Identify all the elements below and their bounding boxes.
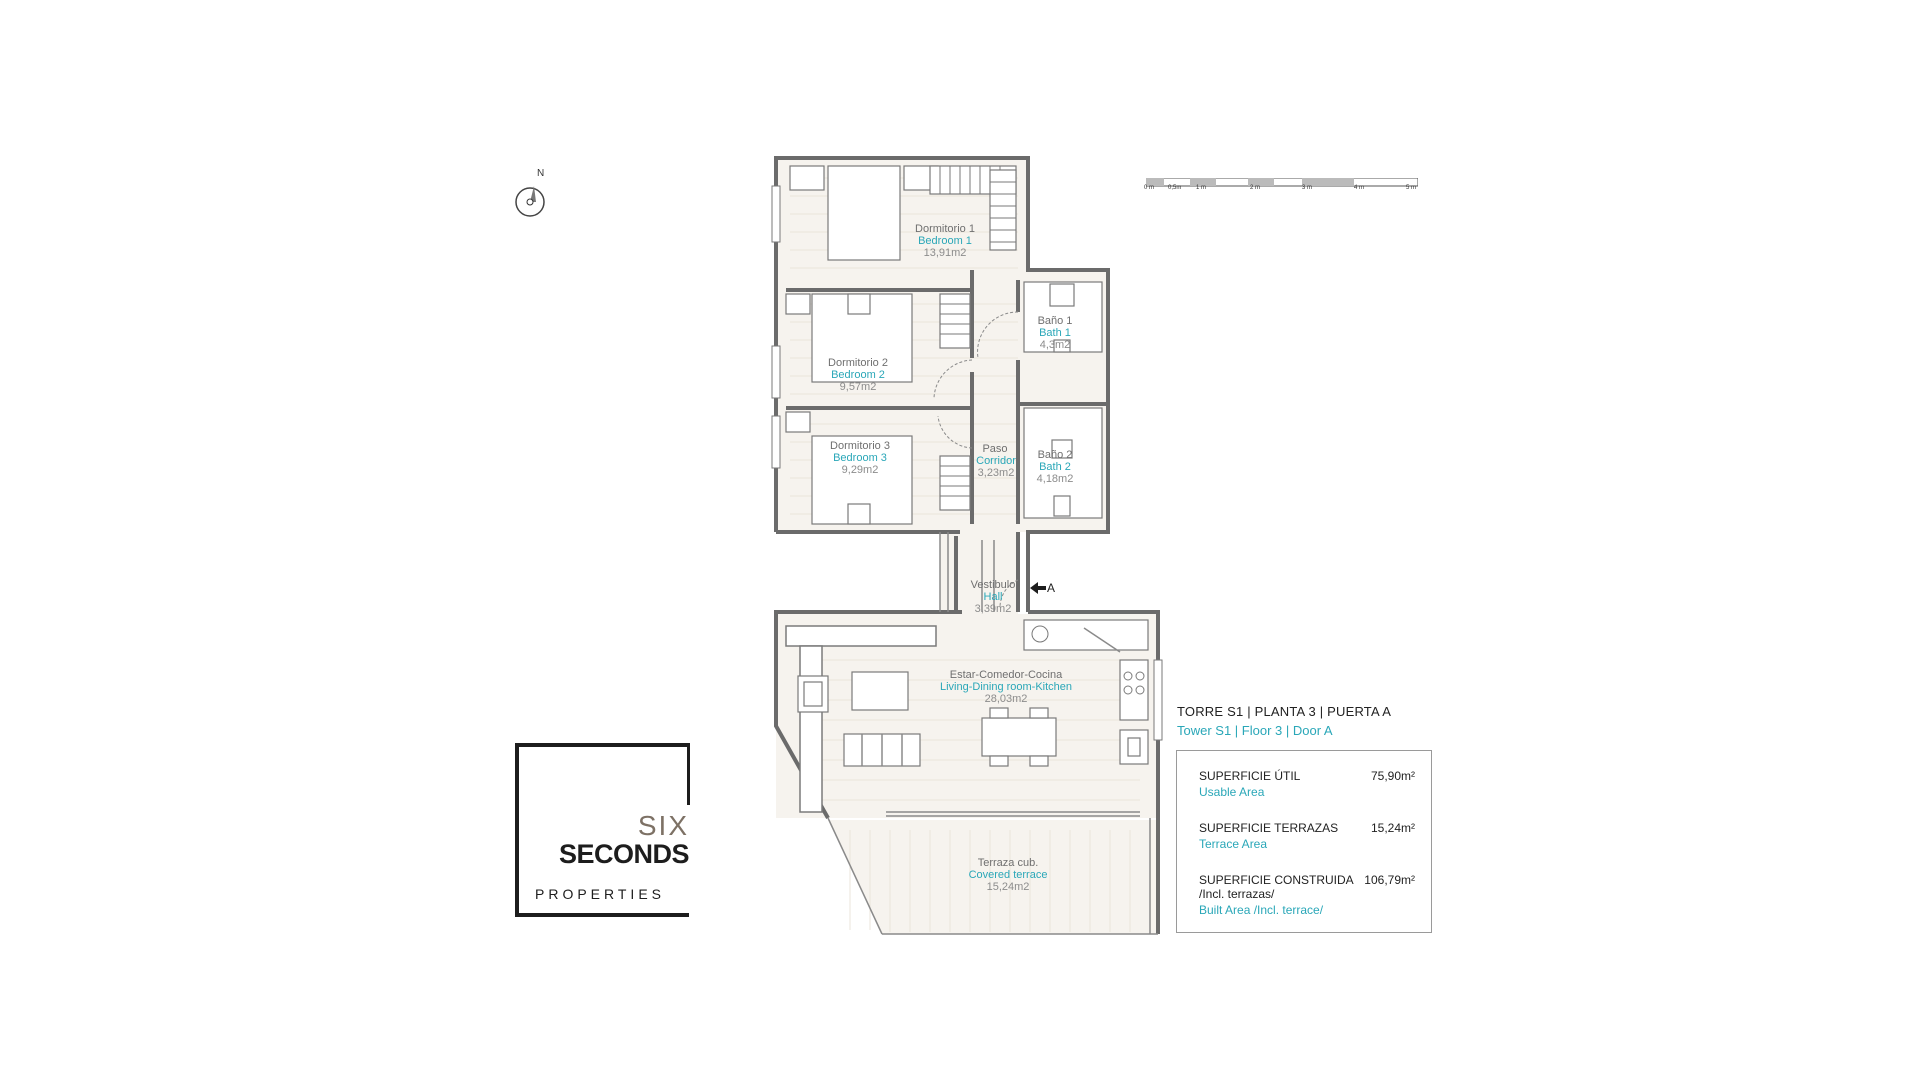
bedroom2-label-es: Dormitorio 2 — [828, 357, 888, 369]
living-furniture — [797, 619, 1149, 767]
corridor-area: 3,23m2 — [978, 467, 1015, 479]
logo-frame-edge — [687, 743, 690, 805]
bedroom1-label-en: Bedroom 1 — [918, 235, 972, 247]
usable-area-row: SUPERFICIE ÚTIL Usable Area 75,90m² — [1199, 769, 1415, 799]
built-area-label: SUPERFICIE CONSTRUIDA — [1199, 873, 1354, 887]
terrace-deck — [849, 830, 1151, 932]
bath2-label-en: Bath 2 — [1039, 461, 1071, 473]
bedroom2-area: 9,57m2 — [840, 381, 877, 393]
logo-six-text: SIX — [637, 810, 689, 841]
terrace-label-en: Covered terrace — [969, 869, 1048, 881]
built-area-row: SUPERFICIE CONSTRUIDA /Incl. terrazas/ B… — [1199, 873, 1415, 917]
north-label: N — [537, 168, 545, 179]
floor-fill — [776, 160, 1160, 934]
living-area: 28,03m2 — [985, 693, 1028, 705]
logo-seconds-text: SECONDS — [558, 839, 690, 869]
scale-tick-label: 0 m — [1144, 185, 1155, 191]
bath1-area: 4,3m2 — [1040, 339, 1071, 351]
entry-arrow — [1030, 582, 1046, 594]
bedroom2-label-en: Bedroom 2 — [831, 369, 885, 381]
usable-area-label-en: Usable Area — [1199, 785, 1265, 799]
bedroom3-furniture — [785, 411, 973, 525]
windows — [771, 185, 1163, 741]
bath2-area: 4,18m2 — [1037, 473, 1074, 485]
entry-door-label: A — [1047, 581, 1056, 595]
bath2-fixtures — [1023, 407, 1103, 519]
bedroom3-area: 9,29m2 — [842, 464, 879, 476]
bath1-label-es: Baño 1 — [1038, 315, 1073, 327]
unit-title-es: TORRE S1 | PLANTA 3 | PUERTA A — [1177, 704, 1392, 719]
scale-tick-label: 2 m — [1250, 185, 1261, 191]
usable-area-label: SUPERFICIE ÚTIL — [1199, 769, 1301, 783]
hall-label-en: Hall — [984, 591, 1003, 603]
hall-label-es: Vestibulo — [971, 579, 1016, 591]
terrace-area-label: SUPERFICIE TERRAZAS — [1199, 821, 1339, 835]
six-seconds-logo: SIX SECONDS PROPERTIES — [515, 743, 690, 917]
terrace-area-value: 15,24m² — [1370, 821, 1415, 835]
terrace-area-label-en: Terrace Area — [1199, 837, 1268, 851]
bedroom3-label-en: Bedroom 3 — [833, 452, 887, 464]
unit-title-en: Tower S1 | Floor 3 | Door A — [1177, 723, 1333, 738]
scale-bar-graphic — [1145, 177, 1419, 187]
scale-tick-label: 5 m — [1406, 185, 1417, 191]
hall-area: 3,39m2 — [975, 603, 1012, 615]
room-labels: Dormitorio 1 Bedroom 1 13,91m2 Dormitori… — [828, 223, 1073, 893]
corridor-label-en: Corridor — [976, 455, 1016, 467]
hall-fixtures — [981, 540, 1019, 612]
bedroom1-area: 13,91m2 — [924, 247, 967, 259]
terrace-area-row: SUPERFICIE TERRAZAS Terrace Area 15,24m² — [1199, 821, 1415, 851]
scale-tick-label: 4 m — [1354, 185, 1365, 191]
living-label-es: Estar-Comedor-Cocina — [950, 669, 1063, 681]
walls — [774, 156, 1160, 935]
scale-tick-label: 0,5m — [1168, 185, 1182, 191]
area-summary-box: SUPERFICIE ÚTIL Usable Area 75,90m² SUPE… — [1176, 750, 1432, 933]
built-area-label-2: /Incl. terrazas/ — [1199, 887, 1275, 901]
bedroom1-label-es: Dormitorio 1 — [915, 223, 975, 235]
built-area-value: 106,79m² — [1364, 873, 1415, 887]
bath1-fixtures — [1023, 281, 1103, 353]
scale-bar: 0 m 0,5m 1 m 2 m 3 m 4 m 5 m — [1144, 175, 1419, 193]
scale-tick-label: 1 m — [1196, 185, 1207, 191]
bedroom3-label-es: Dormitorio 3 — [830, 440, 890, 452]
bath1-label-en: Bath 1 — [1039, 327, 1071, 339]
terrace-area: 15,24m2 — [987, 881, 1030, 893]
corridor-label-es: Paso — [982, 443, 1007, 455]
corridor-door — [977, 311, 1019, 359]
scale-tick-label: 3 m — [1302, 185, 1313, 191]
living-label-en: Living-Dining room-Kitchen — [940, 681, 1072, 693]
compass-icon — [515, 186, 545, 218]
usable-area-value: 75,90m² — [1370, 769, 1415, 783]
bedroom2-furniture — [785, 293, 973, 399]
terrace-label-es: Terraza cub. — [978, 857, 1039, 869]
built-area-label-en: Built Area /Incl. terrace/ — [1199, 903, 1324, 917]
logo-properties-text: PROPERTIES — [535, 886, 665, 902]
bath2-label-es: Baño 2 — [1038, 449, 1073, 461]
bedroom1-furniture — [789, 165, 1017, 261]
